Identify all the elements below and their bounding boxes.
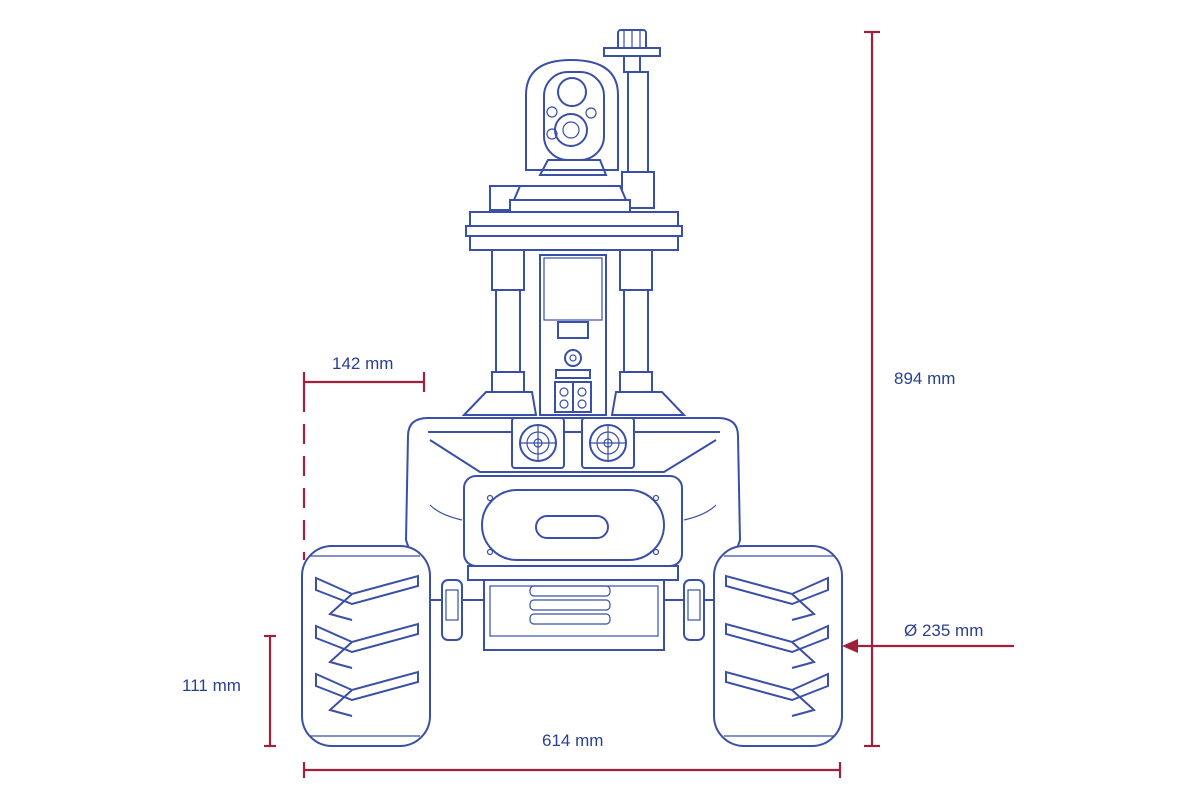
- dim-ground-clearance: [264, 634, 276, 748]
- ground-clearance-label: 111 mm: [182, 676, 241, 695]
- wheel-right: [713, 545, 843, 747]
- wheel-diameter-label: Ø 235 mm: [904, 621, 984, 640]
- dim-track-width: [302, 762, 842, 778]
- dim-height: [864, 30, 880, 748]
- upper-deck: [465, 185, 683, 251]
- track-width-label: 614 mm: [542, 731, 604, 750]
- dim-wheel-diameter: [842, 639, 1014, 653]
- offset-label: 142 mm: [332, 354, 394, 373]
- speaker-left: [511, 417, 565, 469]
- shoulders: [461, 391, 687, 416]
- lower-bumper: [467, 565, 679, 651]
- front-panel: [463, 475, 683, 567]
- speaker-right: [581, 417, 635, 469]
- antenna-mast: [603, 29, 661, 209]
- height-label: 894 mm: [894, 369, 956, 388]
- support-columns: [491, 249, 653, 393]
- suspension: [441, 579, 705, 641]
- wheel-left: [301, 545, 431, 747]
- central-column: [539, 254, 607, 416]
- camera-head: [525, 58, 619, 176]
- dim-offset: [302, 372, 426, 560]
